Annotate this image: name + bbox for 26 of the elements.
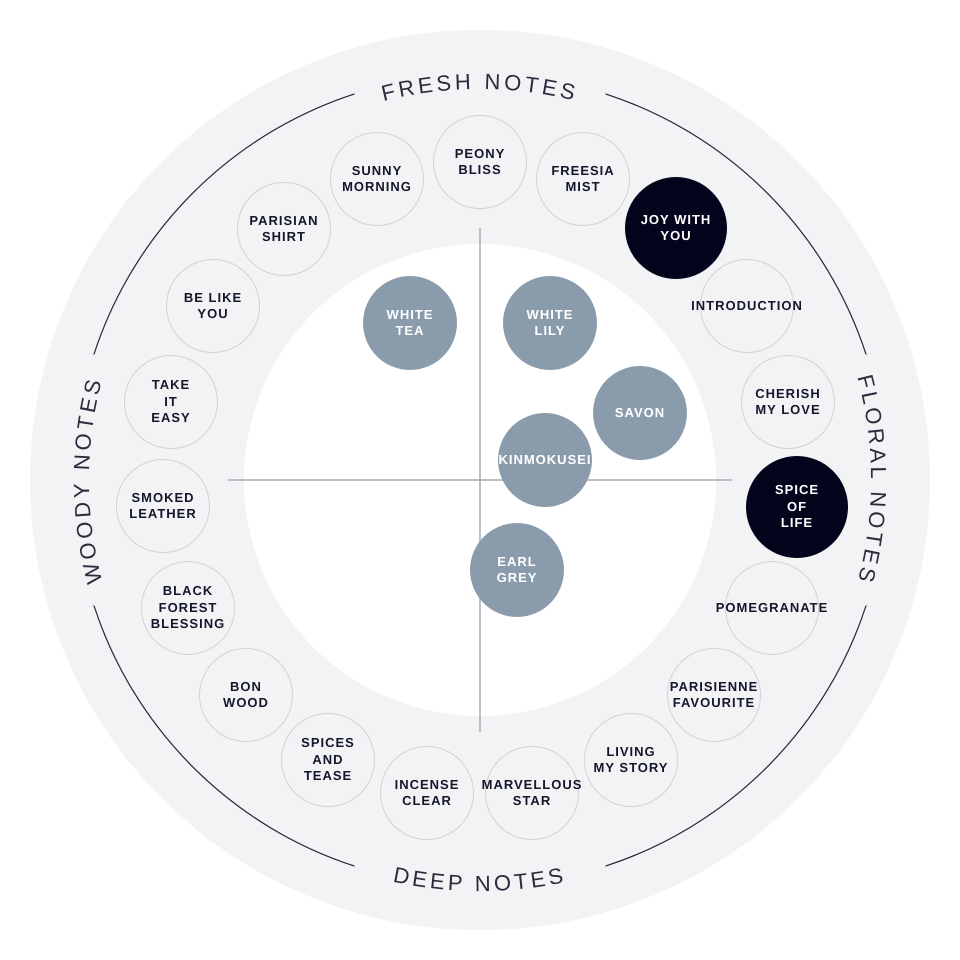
scent-name: MARVELLOUS STAR [482, 776, 582, 810]
scent-name: FREESIA MIST [551, 162, 615, 196]
scent-name: BON WOOD [223, 678, 269, 712]
scent-name: SPICES AND TEASE [301, 735, 355, 785]
scent-name: POMEGRANATE [716, 600, 828, 616]
scent-name: LIVING MY STORY [594, 744, 668, 776]
scent-name: INCENSE CLEAR [394, 776, 460, 810]
scent-name: EARL GREY [496, 554, 538, 586]
scent-name: CHERISH MY LOVE [755, 386, 821, 418]
scent-name: PEONY BLISS [454, 146, 506, 178]
scent-name: INTRODUCTION [691, 298, 803, 314]
category-label: DEEP NOTES [391, 862, 569, 896]
scent-name: SUNNY MORNING [342, 162, 412, 196]
scent-name: PARISIAN SHIRT [249, 212, 319, 246]
scent-name: SAVON [614, 404, 666, 422]
scent-name: KINMOKUSEI [498, 452, 592, 468]
scent-name: TAKE IT EASY [151, 377, 191, 427]
scent-name: SMOKED LEATHER [129, 490, 197, 522]
scent-name: BLACK FOREST BLESSING [150, 583, 226, 633]
scent-name: JOY WITH YOU [640, 212, 712, 244]
scent-name: BE LIKE YOU [184, 290, 242, 322]
scent-name: WHITE TEA [386, 306, 434, 340]
scent-name: PARISIENNE FAVOURITE [670, 678, 758, 712]
scent-name: WHITE LILY [526, 306, 574, 340]
category-label: FRESH NOTES [378, 68, 582, 106]
scent-name: SPICE OF LIFE [774, 482, 819, 532]
